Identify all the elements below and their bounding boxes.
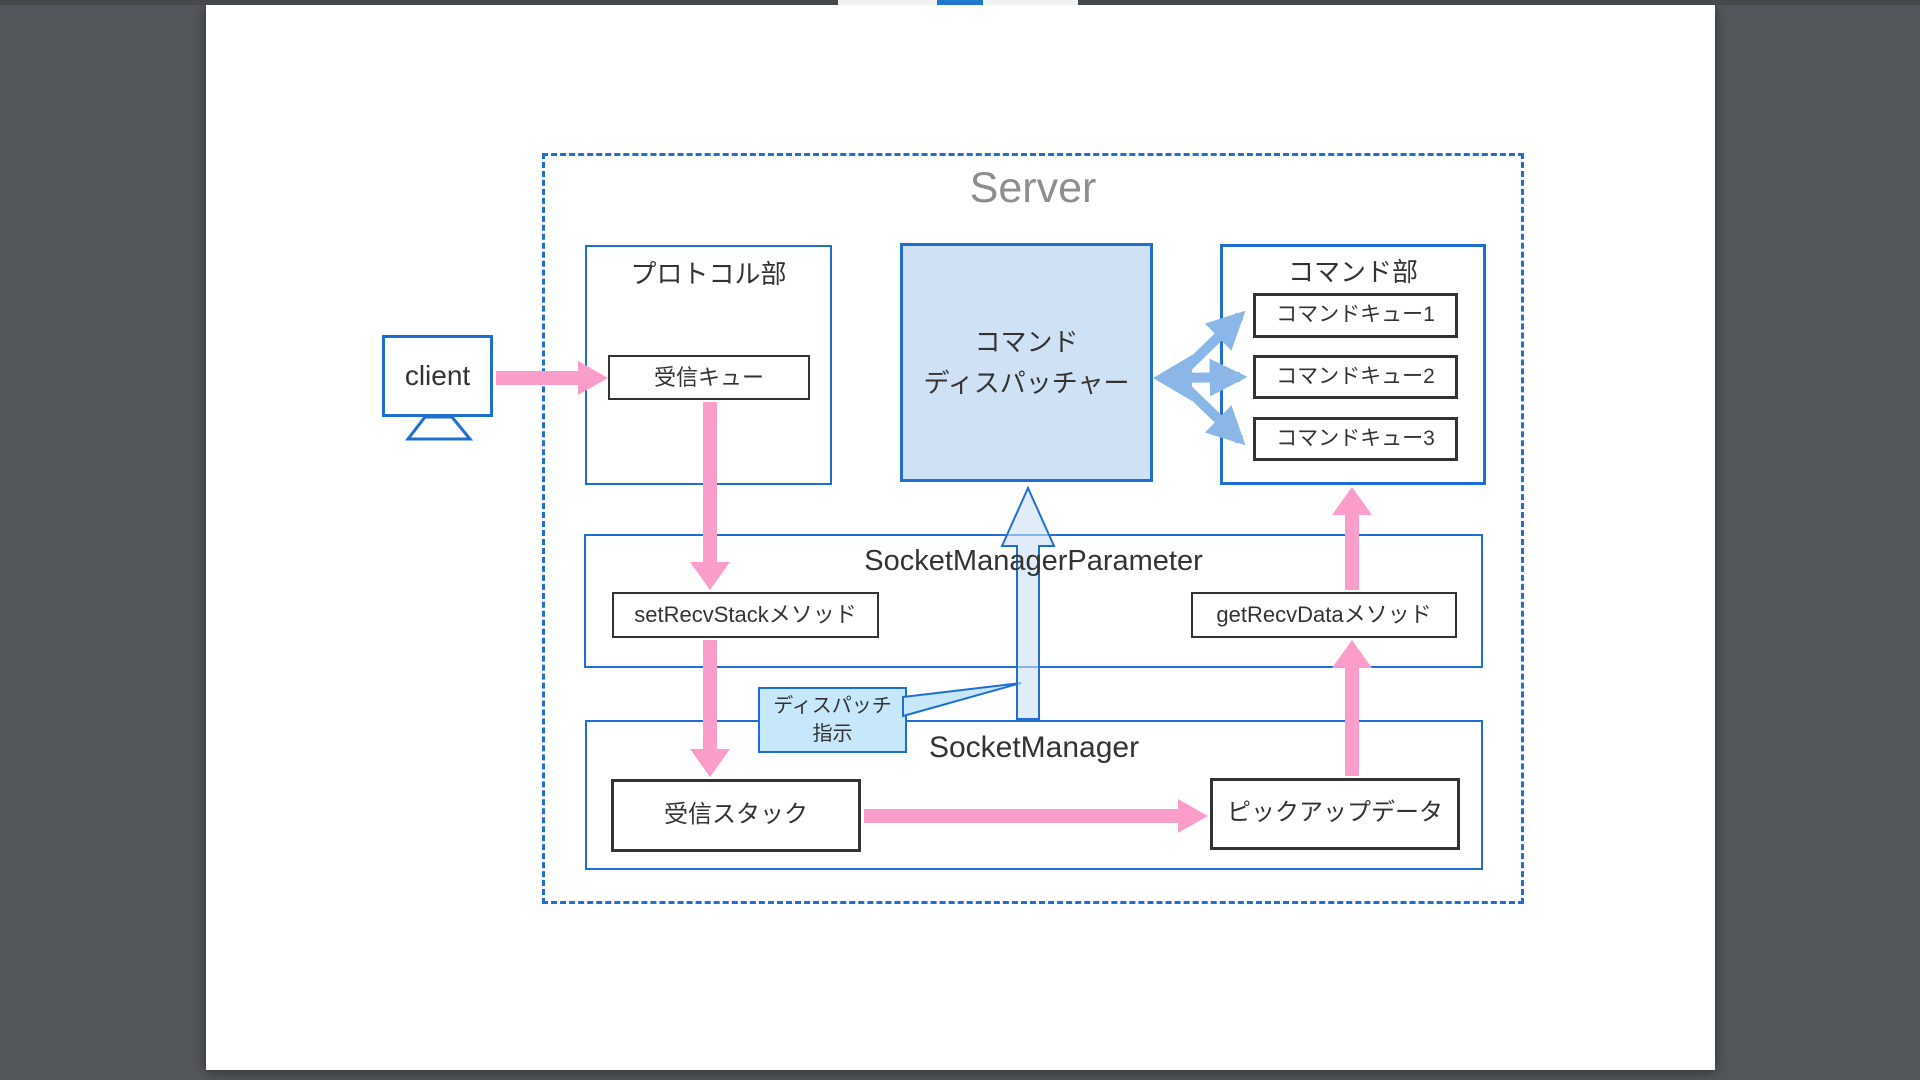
recv-stack-box [611,779,861,852]
set-recv-stack-method-box [612,592,879,638]
dispatch-instruction-callout [758,687,907,753]
command-dispatcher-line1: コマンド [974,327,1079,358]
command-queue-1-label: コマンドキュー1 [1276,303,1435,326]
command-section-title: コマンド部 [1287,257,1418,287]
get-recv-data-method-box [1191,592,1457,638]
protocol-section-title: プロトコル部 [630,259,787,289]
socket-manager-box [585,720,1483,870]
dispatch-instruction-line1: ディスパッチ [773,695,892,717]
dispatch-instruction-line2: 指示 [812,723,853,745]
recv-queue-box [608,355,810,400]
command-dispatcher-label: コマンド ディスパッチャー [900,243,1153,482]
set-recv-stack-method-label: setRecvStackメソッド [634,602,857,627]
recv-queue-label: 受信キュー [653,365,764,390]
recv-stack-label: 受信スタック [664,801,808,828]
pickup-data-label: ピックアップデータ [1227,799,1443,826]
socket-manager-parameter-title: SocketManagerParameter [864,545,1203,577]
command-queue-2-box [1253,355,1458,399]
command-queue-2-label: コマンドキュー2 [1276,365,1435,388]
command-queue-3-box [1253,417,1458,461]
client-label: client [404,360,471,391]
command-queue-3-label: コマンドキュー3 [1276,427,1435,450]
command-queue-1-box [1253,293,1458,338]
dispatch-instruction-label: ディスパッチ 指示 [758,687,907,753]
command-dispatcher-box [900,243,1153,482]
document-page [206,5,1715,1070]
pickup-data-box [1210,778,1460,850]
command-dispatcher-line2: ディスパッチャー [923,367,1130,398]
server-title: Server [969,164,1097,212]
socket-manager-title: SocketManager [928,731,1140,764]
active-tab-indicator[interactable] [937,0,983,5]
server-boundary-box [542,153,1524,904]
get-recv-data-method-label: getRecvDataメソッド [1216,602,1432,627]
